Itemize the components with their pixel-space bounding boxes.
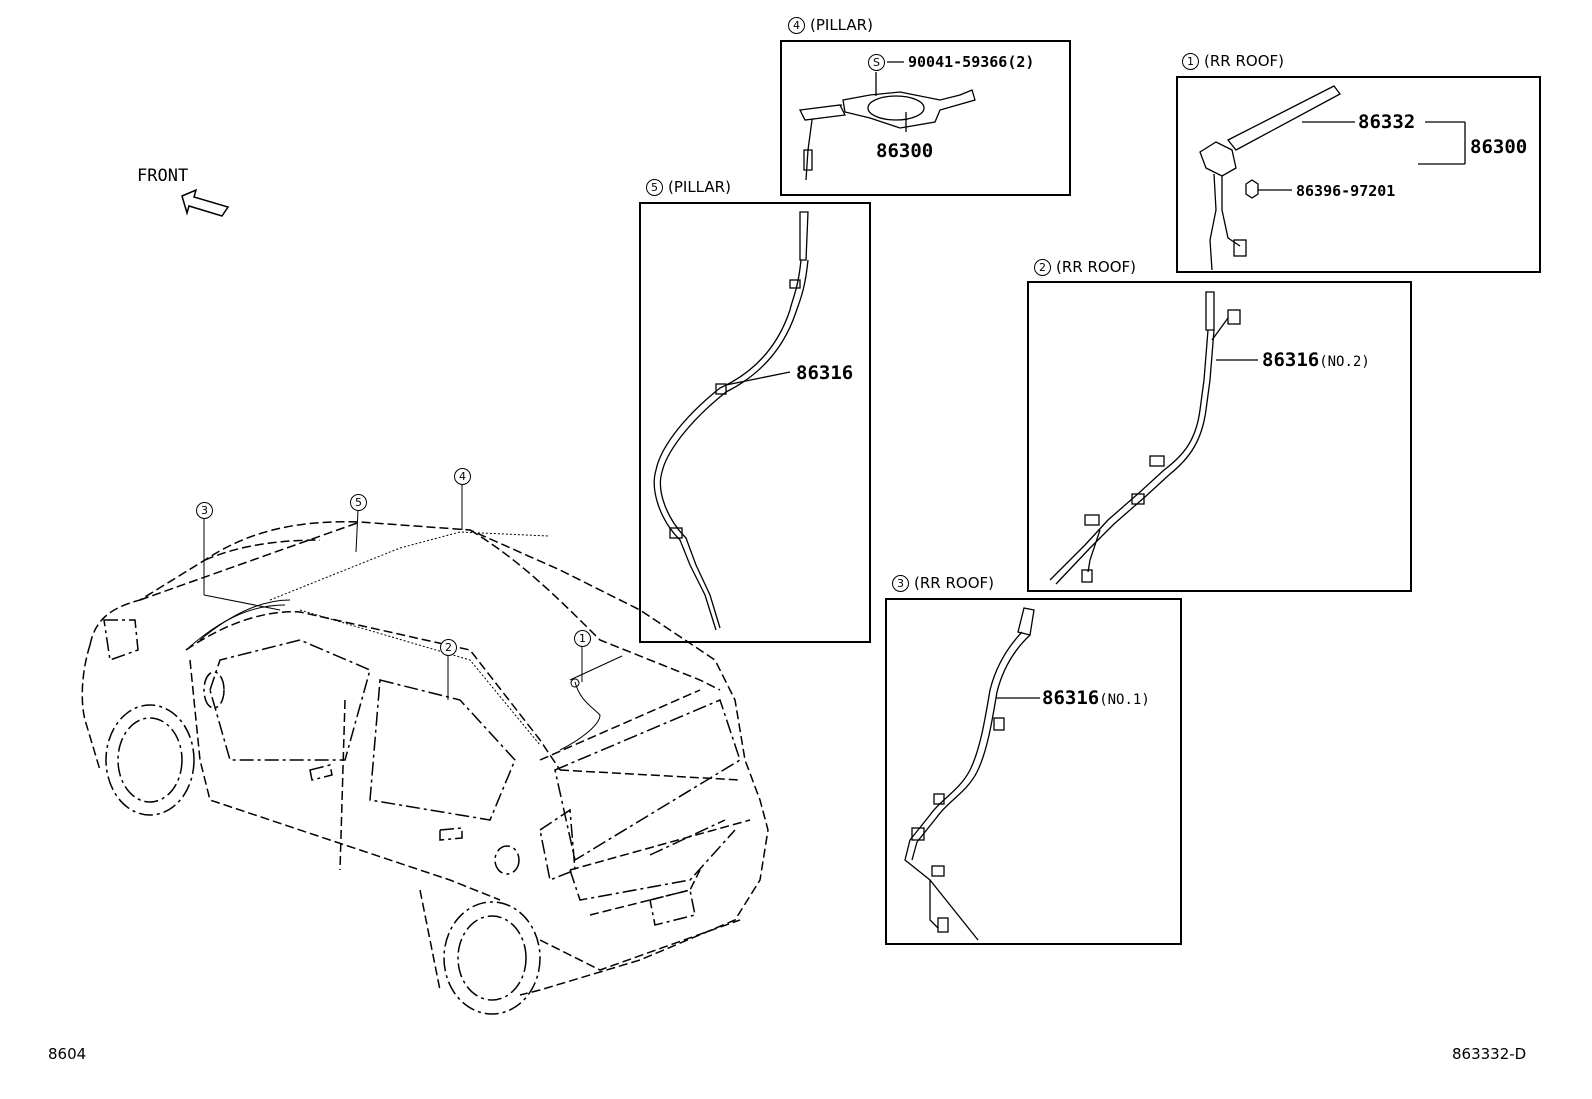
rrroof3-panel	[885, 598, 1182, 945]
rrroof3-number-badge: 3	[892, 575, 909, 592]
vehicle-callout-5: 5	[350, 494, 367, 511]
callout-leaders	[203, 484, 583, 700]
pillar4-part-drawing	[799, 61, 976, 181]
part-number-86300-pillar: 86300	[876, 140, 934, 162]
part-number-86396-97201: 86396-97201	[1296, 182, 1396, 200]
pillar5-part-drawing	[653, 211, 809, 631]
part-number-86316-pillar: 86316	[796, 362, 854, 384]
part-number-86316-no1-note: (NO.1)	[1099, 692, 1150, 708]
vehicle-callout-1: 1	[574, 630, 591, 647]
rrroof1-part-drawing	[1199, 85, 1466, 271]
rrroof1-location-label: (RR ROOF)	[1204, 52, 1284, 70]
part-number-86316-no2-main: 86316	[1262, 349, 1320, 371]
rrroof2-location-label: (RR ROOF)	[1056, 258, 1136, 276]
rrroof2-number-badge: 2	[1034, 259, 1051, 276]
part-number-86316-no1: 86316(NO.1)	[1042, 687, 1150, 709]
pillar4-panel	[780, 40, 1071, 196]
screw-symbol-badge: S	[868, 54, 885, 71]
part-number-86316-no2-note: (NO.2)	[1319, 354, 1370, 370]
part-number-86300-roof: 86300	[1470, 136, 1528, 158]
rrroof3-title: 3 (RR ROOF)	[892, 574, 994, 592]
rrroof1-title: 1 (RR ROOF)	[1182, 52, 1284, 70]
pillar4-location-label: (PILLAR)	[810, 16, 873, 34]
rrroof2-title: 2 (RR ROOF)	[1034, 258, 1136, 276]
vehicle-details	[103, 619, 741, 1015]
vehicle-cable-routing	[185, 531, 623, 751]
vehicle-callout-4: 4	[454, 468, 471, 485]
vehicle-callout-3: 3	[196, 502, 213, 519]
rrroof1-number-badge: 1	[1182, 53, 1199, 70]
pillar4-title: 4 (PILLAR)	[788, 16, 873, 34]
pillar5-panel	[639, 202, 871, 643]
rrroof3-location-label: (RR ROOF)	[914, 574, 994, 592]
pillar5-title: 5 (PILLAR)	[646, 178, 731, 196]
pillar5-location-label: (PILLAR)	[668, 178, 731, 196]
pillar4-number-badge: 4	[788, 17, 805, 34]
vehicle-callout-2: 2	[440, 639, 457, 656]
page-code-right: 863332-D	[1452, 1045, 1527, 1063]
pillar5-number-badge: 5	[646, 179, 663, 196]
rrroof2-panel	[1027, 281, 1412, 592]
front-direction-label: FRONT	[137, 166, 189, 186]
rrroof3-part-drawing	[904, 607, 1040, 941]
rrroof2-part-drawing	[1049, 291, 1258, 585]
part-number-90041-59366: 90041-59366(2)	[908, 53, 1035, 71]
part-number-86332: 86332	[1358, 111, 1416, 133]
part-number-86316-no2: 86316(NO.2)	[1262, 349, 1370, 371]
part-number-86316-no1-main: 86316	[1042, 687, 1100, 709]
rrroof1-panel	[1176, 76, 1541, 273]
page-code-left: 8604	[48, 1045, 87, 1063]
front-arrow	[181, 188, 230, 217]
